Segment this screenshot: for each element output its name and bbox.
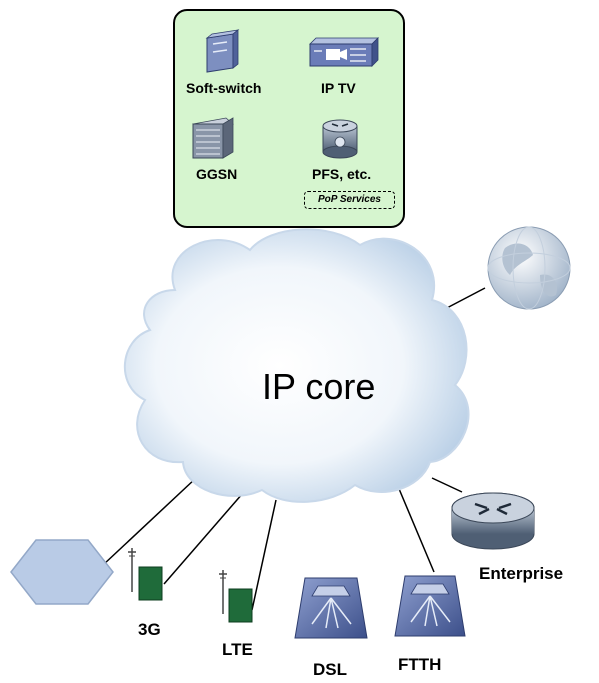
pfs-label: PFS, etc. <box>312 166 372 182</box>
pop-services-caption: PoP Services <box>304 191 395 209</box>
antenna-lte-icon <box>219 570 253 623</box>
link-lte <box>251 499 277 611</box>
ip-core-label: IP core <box>262 366 376 407</box>
ggsn-label: GGSN <box>196 166 238 182</box>
soft-switch-icon <box>205 29 240 73</box>
soft-switch-label: Soft-switch <box>186 80 262 96</box>
ip-core-cloud <box>123 228 470 503</box>
access-dsl-label: DSL <box>313 660 347 679</box>
access-ftth-label: FTTH <box>398 655 442 674</box>
link-enterprise <box>431 477 463 493</box>
enterprise-label: Enterprise <box>479 564 564 583</box>
ip-tv-icon <box>309 37 379 67</box>
globe-icon <box>487 226 571 310</box>
router-icon <box>451 492 535 550</box>
ggsn-icon <box>192 117 234 159</box>
ftth-node-icon <box>394 575 466 637</box>
dsl-node-icon <box>294 577 368 639</box>
antenna-3g-icon <box>128 548 163 601</box>
link-3g <box>163 492 244 585</box>
link-ftth <box>396 483 435 573</box>
wan-hexagon-icon <box>10 539 114 605</box>
link-wan <box>102 477 197 566</box>
access-3g-label: 3G <box>138 620 161 639</box>
pfs-icon <box>322 119 358 159</box>
ip-tv-label: IP TV <box>321 80 356 96</box>
access-lte-label: LTE <box>222 640 253 659</box>
link-internet <box>442 287 486 311</box>
